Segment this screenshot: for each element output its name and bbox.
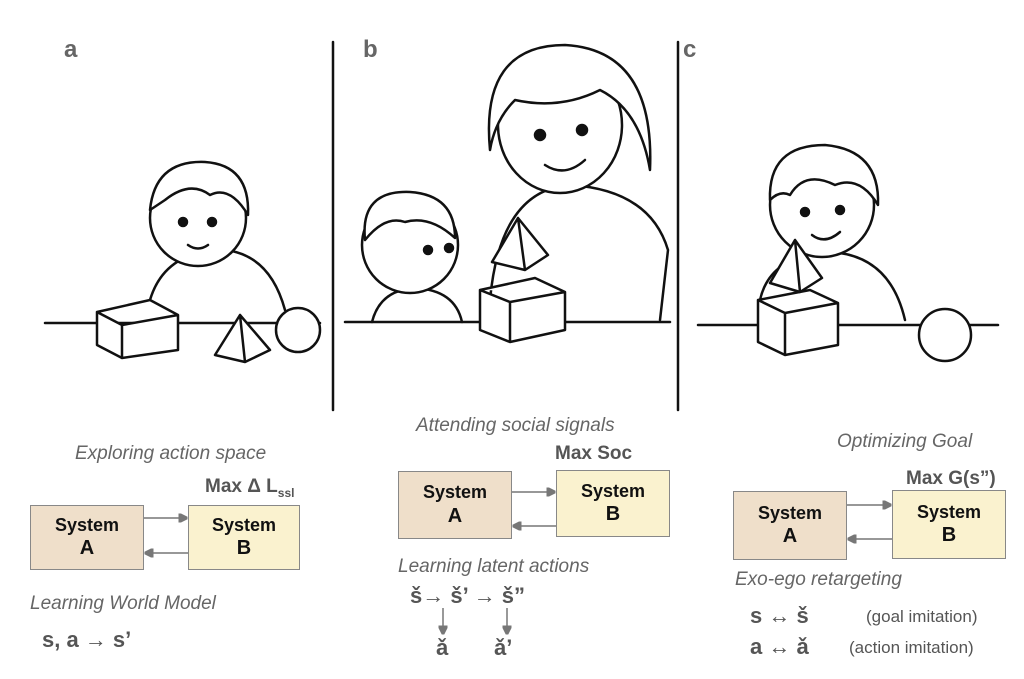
box-label: System [422,482,488,503]
equation-action-imitation: a ↔ ǎ [750,634,809,659]
child-hair [148,160,250,217]
box-letter: B [236,537,252,560]
box-label: System [54,514,120,535]
objective-b: Max Soc [555,443,633,464]
caption-goal: Optimizing Goal [837,431,973,452]
panel-label-c: c [683,36,697,63]
cube [95,298,180,360]
caption-exploring: Exploring action space [75,443,267,464]
box-letter: B [605,503,621,526]
child-exploring-illustration [43,160,322,364]
caption-latent: Learning latent actions [398,556,590,577]
note-action-imitation: (action imitation) [849,638,974,657]
caption-social: Attending social signals [416,415,615,436]
panel-label-b: b [363,36,378,63]
objective-c: Max G(s”) [906,468,996,489]
box-letter: A [79,537,95,560]
pyramid [768,238,824,294]
latent-action-2: ǎ’ [494,635,513,660]
illustrations [43,40,1000,412]
child-goal-illustration [696,143,1000,363]
cube [478,276,567,344]
objective-subscript: ssl [277,485,295,500]
equation-world-model: s, a → s’ [42,627,132,652]
box-letter: A [782,525,798,548]
box-label: System [580,480,646,501]
box-label: System [757,502,823,523]
objective-text: Max Δ L [205,476,278,497]
box-letter: B [941,524,957,547]
sphere [274,306,322,354]
cube [756,288,840,357]
latent-action-1: ǎ [436,635,449,660]
equation-latent: š→ š’ → š” [410,583,525,608]
pyramid [490,216,550,272]
caption-world-model: Learning World Model [30,593,216,614]
caption-retargeting: Exo-ego retargeting [735,569,902,590]
sphere [917,307,973,363]
objective-a: Max Δ Lssl [205,476,294,500]
note-goal-imitation: (goal imitation) [866,607,978,626]
mother-child-illustration [343,43,672,344]
mother-hair [487,43,652,172]
pyramid [213,313,272,364]
equation-goal-imitation: s ↔ š [750,603,809,628]
box-label: System [916,501,982,522]
box-label: System [211,514,277,535]
box-letter: A [447,504,463,527]
panel-label-a: a [64,36,78,63]
